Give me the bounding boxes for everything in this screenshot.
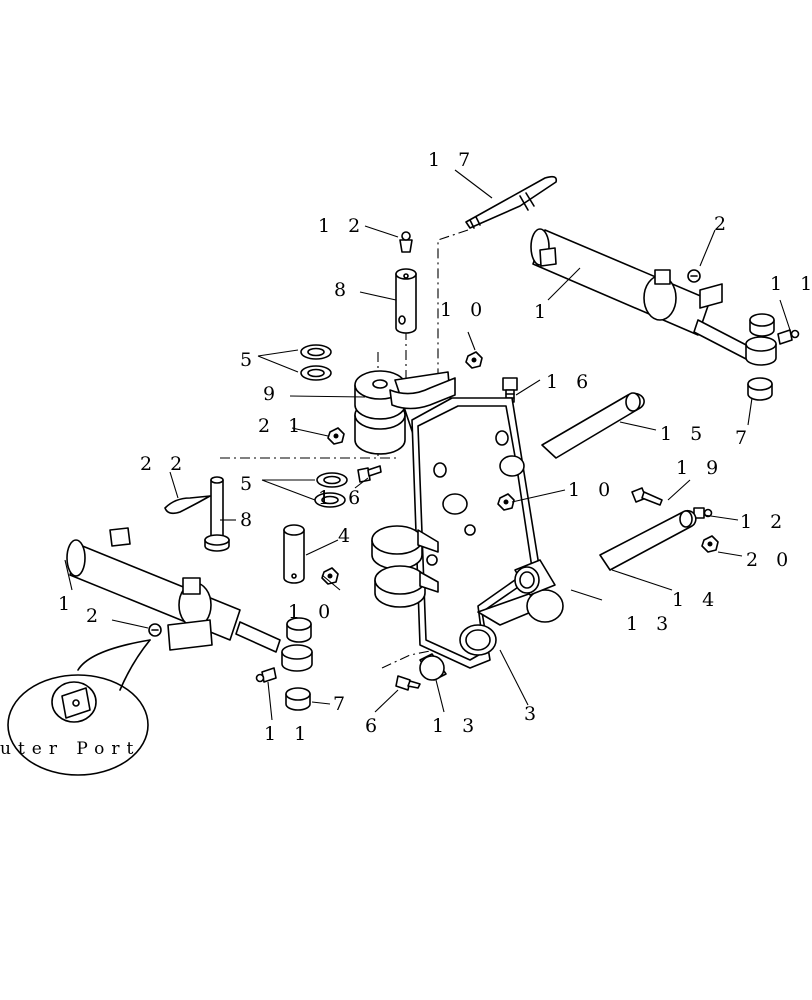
- part-19-bolt: [631, 487, 663, 506]
- leader-lines: [64, 169, 791, 721]
- part-7-bushing-right: [747, 377, 773, 401]
- callout-19: 1 9: [676, 457, 724, 479]
- callout-22: 2 2: [140, 453, 188, 475]
- callout-1-right: 1: [534, 301, 552, 323]
- callout-13-right: 1 3: [626, 613, 674, 635]
- part-5-washers-lower: [314, 472, 348, 508]
- part-8-pin-lower: [204, 476, 230, 552]
- callout-8-top: 8: [334, 279, 352, 301]
- callout-2-left: 2: [86, 605, 104, 627]
- callout-3: 3: [524, 703, 542, 725]
- lower-clevis-plates: [371, 525, 439, 608]
- callout-labels: 1 7 1 2 8 1 0 5 9 1 6 2 1 2 2 5 1 6 8 4 …: [0, 149, 812, 759]
- callout-16-top: 1 6: [546, 371, 594, 393]
- part-eye-sleeve-right-top: [749, 313, 775, 337]
- outer-port-detail: [7, 639, 151, 776]
- part-5-washers-top: [300, 344, 332, 381]
- callout-1-left: 1: [58, 593, 76, 615]
- part-16-bolt-lower: [357, 465, 382, 483]
- part-7-bushing-left: [285, 687, 311, 711]
- callout-7-left: 7: [333, 693, 351, 715]
- callout-14: 1 4: [672, 589, 720, 611]
- outer-port-caption: uter Port: [0, 739, 140, 759]
- part-11-grease-fitting-right: [777, 329, 800, 345]
- part-1-cylinder-right: [530, 228, 753, 361]
- part-11-grease-fitting-left: [255, 667, 277, 683]
- part-8-pin-top: [395, 268, 417, 334]
- part-10-nut-top: [465, 351, 483, 369]
- callout-13-left: 1 3: [432, 715, 480, 737]
- part-15-pin: [541, 392, 645, 459]
- part-2-ring-right: [687, 269, 701, 283]
- part-2-ring-left: [148, 623, 162, 637]
- callout-11-left: 1 1: [264, 723, 312, 745]
- callout-6: 6: [365, 715, 383, 737]
- part-12-grease-fitting-top: [399, 231, 413, 253]
- callout-16-lower: 1 6: [318, 487, 366, 509]
- part-17-pin: [465, 175, 558, 229]
- callout-2-right: 2: [714, 213, 732, 235]
- callout-5-top: 5: [240, 349, 258, 371]
- callout-10-frame: 1 0: [568, 479, 616, 501]
- callout-21: 2 1: [258, 415, 306, 437]
- callout-11-right: 1 1: [770, 273, 812, 295]
- part-22-clip: [164, 495, 211, 515]
- callout-10-top: 1 0: [440, 299, 488, 321]
- callout-12-right: 1 2: [740, 511, 788, 533]
- callout-9: 9: [263, 383, 281, 405]
- part-eye-sleeve-right: [745, 336, 777, 366]
- callout-15: 1 5: [660, 423, 708, 445]
- callout-8-lower: 8: [240, 509, 258, 531]
- part-4-sleeve: [283, 524, 305, 584]
- part-14-pin: [599, 509, 697, 571]
- part-6-bolt: [395, 675, 421, 691]
- part-eye-sleeve-left: [281, 644, 313, 672]
- callout-7-right: 7: [735, 427, 753, 449]
- callout-10-lower: 1 0: [288, 601, 336, 623]
- callout-4: 4: [338, 525, 356, 547]
- part-20-nut: [701, 535, 719, 553]
- callout-5-lower: 5: [240, 473, 258, 495]
- part-21-nut: [327, 427, 345, 445]
- part-10-nut-frame: [497, 493, 515, 511]
- callout-17: 1 7: [428, 149, 476, 171]
- callout-20: 2 0: [746, 549, 794, 571]
- part-13-bushing-right: [514, 559, 556, 596]
- part-3-main-frame: [411, 397, 564, 669]
- part-10-nut-lower: [321, 567, 339, 585]
- part-13-bushing-left: [419, 653, 447, 681]
- callout-12-top: 1 2: [318, 215, 366, 237]
- part-1-cylinder-left: [66, 527, 281, 653]
- part-10-sleeve-left: [286, 617, 312, 643]
- part-12-grease-fitting-right: [693, 507, 713, 519]
